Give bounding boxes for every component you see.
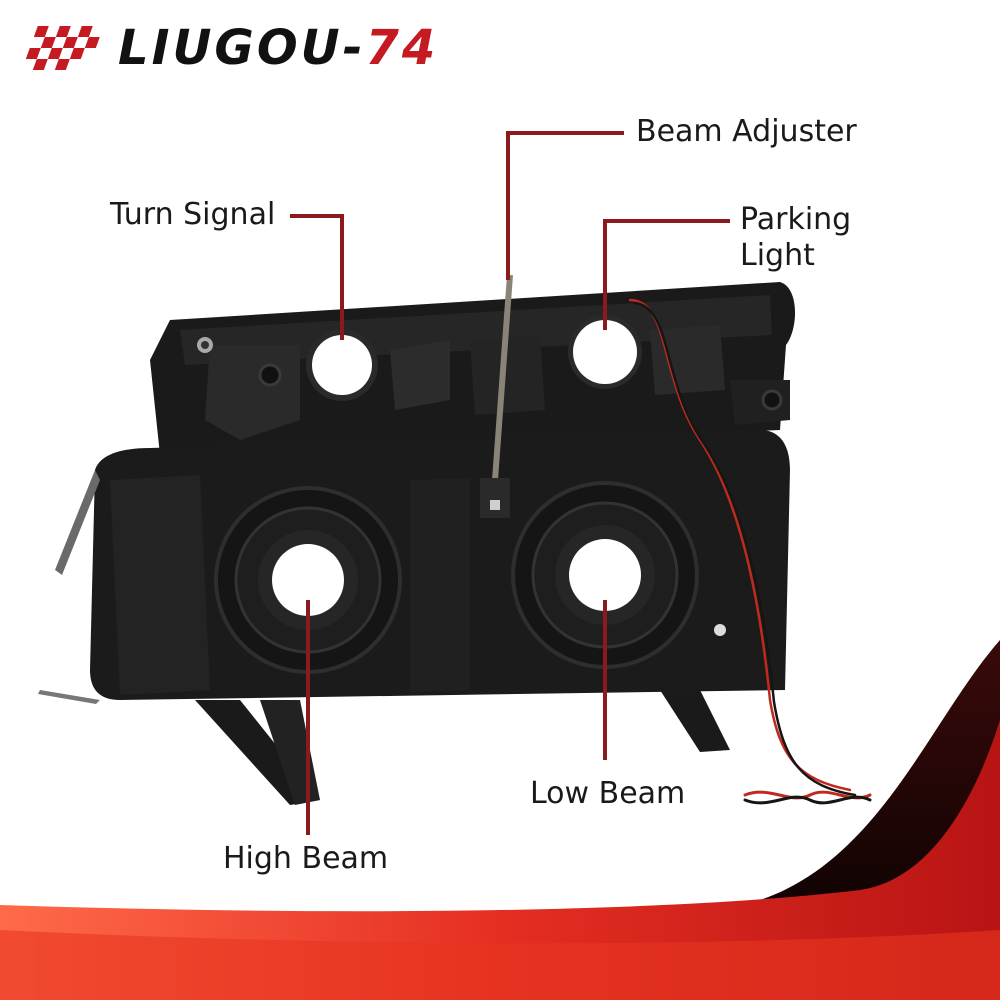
brand-name: LIUGOU-74: [118, 18, 438, 78]
brand-name-main: LIUGOU-: [118, 20, 366, 76]
parking-light-socket: [568, 315, 642, 389]
low-beam-socket: [511, 481, 699, 669]
turn-signal-leader: [290, 214, 344, 340]
high-beam-label: High Beam: [223, 841, 389, 876]
beam-adjuster-leader: [506, 131, 624, 280]
wiring-harness: [628, 298, 872, 805]
beam-adjuster-rod: [480, 274, 513, 518]
beam-adjuster-label: Beam Adjuster: [636, 114, 857, 149]
parking-light-leader: [603, 219, 730, 330]
turn-signal-socket: [306, 329, 378, 401]
turn-signal-label: Turn Signal: [110, 197, 276, 232]
parking-light-label-line1: Parking: [740, 202, 852, 237]
low-beam-label: Low Beam: [530, 776, 686, 811]
parking-light-label-line2: Light: [740, 238, 815, 273]
brand-name-accent: 74: [365, 20, 439, 76]
brand-logo: LIUGOU-74: [18, 20, 488, 76]
checkered-flag-icon: [25, 26, 100, 70]
